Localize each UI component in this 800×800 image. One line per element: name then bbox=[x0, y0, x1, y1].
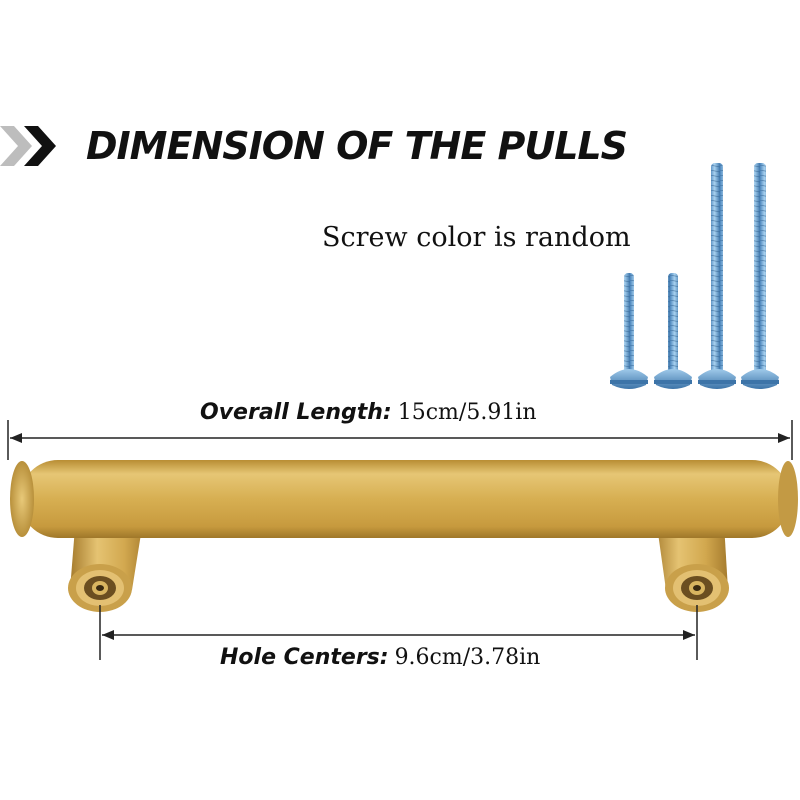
hole-centers-dimension-line bbox=[99, 605, 698, 660]
long-screw-1 bbox=[698, 163, 736, 389]
long-screw-2 bbox=[741, 163, 779, 389]
hole-centers-key: Hole Centers: bbox=[220, 645, 389, 670]
hole-centers-value: 9.6cm/3.78in bbox=[394, 645, 541, 670]
double-chevron-right-icon bbox=[0, 126, 56, 166]
overall-length-key: Overall Length: bbox=[200, 400, 392, 425]
overall-length-value: 15cm/5.91in bbox=[397, 400, 537, 425]
overall-length-label: Overall Length:15cm/5.91in bbox=[200, 400, 537, 425]
screws-illustration bbox=[610, 163, 779, 389]
cabinet-pull-handle bbox=[10, 460, 798, 612]
main-bar bbox=[10, 460, 798, 538]
short-screw-2 bbox=[654, 273, 692, 389]
short-screw-1 bbox=[610, 273, 648, 389]
header: DIMENSION OF THE PULLS bbox=[0, 118, 800, 174]
overall-length-dimension-line bbox=[7, 420, 793, 460]
hole-centers-label: Hole Centers:9.6cm/3.78in bbox=[220, 645, 540, 670]
page-title: DIMENSION OF THE PULLS bbox=[86, 124, 628, 168]
screw-color-note: Screw color is random bbox=[322, 222, 631, 253]
